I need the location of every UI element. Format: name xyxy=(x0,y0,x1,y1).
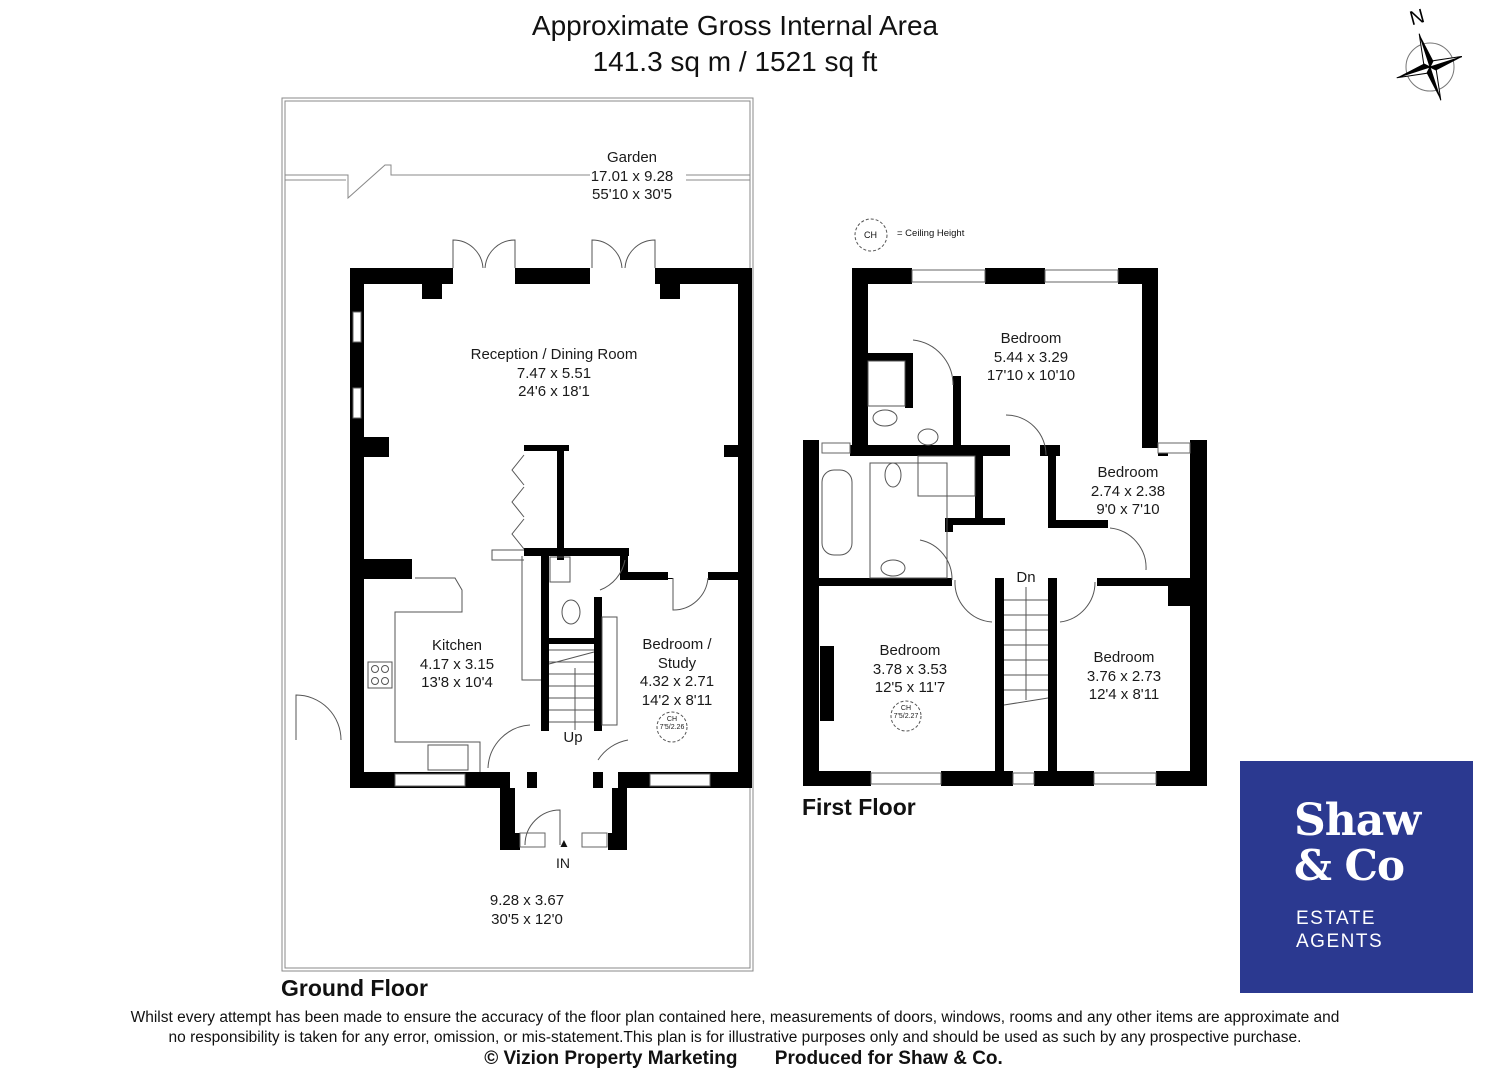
credits: © Vizion Property Marketing Produced for… xyxy=(0,1048,1487,1070)
credit-vizion: © Vizion Property Marketing xyxy=(484,1048,738,1069)
svg-text:N: N xyxy=(1407,5,1427,30)
shaw-co-logo: Shaw & Co ESTATE AGENTS xyxy=(1240,761,1473,993)
disclaimer-line-1: Whilst every attempt has been made to en… xyxy=(130,1009,1340,1026)
room-bedroom-2: Bedroom 2.74 x 2.38 9'0 x 7'10 xyxy=(1090,464,1166,518)
first-floor-walls xyxy=(803,268,1207,786)
entrance-label: IN xyxy=(556,855,570,871)
credit-produced-for: Produced for Shaw & Co. xyxy=(774,1048,1003,1069)
entrance-arrow-icon: ▲ xyxy=(558,836,570,850)
room-kitchen: Kitchen 4.17 x 3.15 13'8 x 10'4 xyxy=(419,637,495,691)
logo-line-co: & Co xyxy=(1294,841,1405,890)
room-bedroom-1: Bedroom 5.44 x 3.29 17'10 x 10'10 xyxy=(986,330,1076,384)
ceiling-height-badge: CH 7'5/2.27 xyxy=(893,705,919,720)
area-title: Approximate Gross Internal Area xyxy=(531,10,939,41)
room-front-garden: 9.28 x 3.67 30'5 x 12'0 xyxy=(489,892,565,928)
logo-tagline: ESTATE AGENTS xyxy=(1296,908,1384,952)
room-bedroom-3: Bedroom 3.78 x 3.53 12'5 x 11'7 xyxy=(872,642,948,696)
ch-legend-text: = Ceiling Height xyxy=(897,228,965,239)
room-garden: Garden 17.01 x 9.28 55'10 x 30'5 xyxy=(590,149,674,203)
area-total: 141.3 sq m / 1521 sq ft xyxy=(592,46,878,77)
ceiling-height-badge: CH 7'5/2.26 xyxy=(659,716,685,731)
ground-floor-label: Ground Floor xyxy=(281,975,428,1001)
stairs-up-label: Up xyxy=(563,729,583,746)
room-bedroom-study: Bedroom / Study 4.32 x 2.71 14'2 x 8'11 xyxy=(639,636,715,709)
logo-line-shaw: Shaw xyxy=(1294,795,1421,846)
stairs-down-label: Dn xyxy=(1016,569,1036,586)
compass: N xyxy=(1392,2,1464,102)
disclaimer-line-2: no responsibility is taken for any error… xyxy=(168,1029,1302,1046)
room-reception-dining: Reception / Dining Room 7.47 x 5.51 24'6… xyxy=(470,346,638,400)
compass-rose-icon: N xyxy=(1396,5,1464,101)
ch-legend-symbol: CH xyxy=(864,230,877,240)
room-bedroom-4: Bedroom 3.76 x 2.73 12'4 x 8'11 xyxy=(1086,649,1162,703)
first-floor-label: First Floor xyxy=(802,794,916,820)
